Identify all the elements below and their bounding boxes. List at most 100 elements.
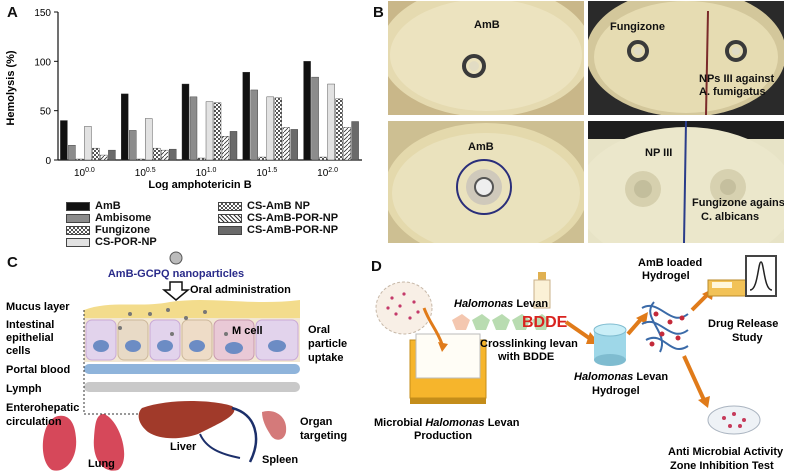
bar [136, 158, 145, 161]
bar [92, 147, 100, 161]
label-lung: Lung [88, 458, 115, 470]
y-tick-label: 0 [45, 156, 51, 167]
legend-label: AmB [95, 200, 121, 212]
label-halomonas-levan-hydrogel: Halomonas Levan [574, 371, 668, 383]
label-bdde: BDDE [522, 314, 568, 331]
bar [168, 148, 177, 161]
label-amb-loaded: AmB loaded [638, 257, 702, 269]
bar [319, 156, 327, 161]
y-axis-label: Hemolysis (%) [5, 50, 17, 126]
legend-swatch [66, 225, 90, 235]
x-tick-label: 101.5 [256, 167, 277, 179]
plate-label: Fungizone [610, 21, 665, 33]
plate-label: AmB [468, 141, 494, 153]
bar [327, 83, 335, 161]
hydrogel-workflow-diagram: Halomonas Levan BDDE Crosslinking levan … [374, 255, 784, 472]
bar [303, 61, 311, 161]
panel-letter-b: B [373, 4, 384, 21]
legend-label: CS-AmB NP [247, 200, 310, 212]
label-zone-inhibition: Zone Inhibition Test [670, 460, 774, 472]
panel-letter-d: D [371, 258, 382, 275]
plate-np3-bottom: NP III Fungizone against C. albicans [588, 121, 784, 243]
plate-amb-bottom: AmB [388, 121, 584, 243]
panel-letter-a: A [7, 4, 18, 21]
label-liver: Liver [170, 441, 197, 453]
bar [205, 101, 214, 161]
spleen-icon [262, 410, 287, 440]
bar [290, 129, 298, 161]
fermenter-icon [409, 333, 487, 404]
legend-item: CS-AmB-POR-NP [218, 224, 338, 236]
plate-amb-top: AmB [388, 1, 584, 115]
legend-item: Fungizone [66, 224, 150, 236]
label-microbial-levan: Microbial Halomonas Levan [374, 417, 520, 429]
label-uptake: uptake [308, 352, 343, 364]
legend-swatch [218, 213, 242, 223]
bar [311, 76, 319, 161]
plate-label: Fungizone against [692, 197, 784, 209]
bar [335, 98, 343, 161]
lung-icon [42, 414, 125, 471]
bar [120, 93, 129, 161]
legend-label: CS-POR-NP [95, 236, 157, 248]
hydrogel-cylinder-icon [593, 323, 627, 366]
bar [274, 97, 282, 161]
drug-release-instrument-icon [707, 255, 777, 297]
label-crosslinking: Crosslinking levan [480, 338, 578, 350]
legend-swatch [218, 201, 242, 211]
legend-label: CS-AmB-POR-NP [247, 224, 339, 236]
panel-letter-c: C [7, 254, 18, 271]
y-tick-label: 100 [34, 57, 51, 68]
legend-label: Ambisome [95, 212, 152, 224]
bar [197, 157, 206, 161]
bar [108, 149, 116, 161]
label-study: Study [732, 332, 763, 344]
bar [242, 71, 251, 161]
label-portal-blood: Portal blood [6, 364, 70, 376]
y-tick-label: 50 [40, 107, 52, 118]
label-with-bdde: with BDDE [497, 351, 554, 363]
plate-label: NPs III against [699, 73, 775, 85]
bar [76, 158, 84, 161]
liver-icon [138, 401, 235, 439]
label-lymph: Lymph [6, 383, 42, 395]
label-halomonas-levan: Halomonas Levan [454, 298, 548, 310]
legend-swatch [66, 213, 90, 223]
petri-dish-icon [707, 405, 761, 435]
plate-label: A. fumigatus [699, 86, 766, 98]
y-tick-label: 150 [34, 8, 51, 19]
legend-label: Fungizone [95, 224, 150, 236]
bar [152, 147, 161, 161]
legend-item: Ambisome [66, 212, 151, 224]
bar [266, 96, 274, 161]
label-spleen: Spleen [262, 454, 298, 466]
x-axis-label: Log amphotericin B [148, 179, 251, 190]
legend-swatch [218, 225, 242, 235]
label-organ: Organ [300, 416, 333, 428]
legend-swatch [66, 201, 90, 211]
label-targeting: targeting [300, 430, 347, 442]
x-tick-label: 100.5 [135, 167, 156, 179]
legend-swatch [66, 237, 90, 247]
legend-item: CS-AmB NP [218, 200, 310, 212]
epithelial-cells [84, 308, 300, 362]
bar [128, 130, 137, 161]
bar [160, 149, 169, 161]
bar [84, 126, 92, 161]
curved-arrow-icon [422, 307, 444, 345]
bar [68, 144, 76, 161]
bar [221, 136, 230, 161]
x-tick-label: 102.0 [317, 167, 338, 179]
label-hydrogel: Hydrogel [592, 385, 640, 397]
label-mucus-layer: Mucus layer [6, 301, 70, 313]
label-cells: cells [6, 345, 30, 357]
x-tick-label: 101.0 [196, 167, 217, 179]
label-antimicrobial: Anti Microbial Activity [668, 446, 784, 458]
loaded-hydrogel-network-icon [641, 301, 689, 353]
bar [351, 121, 359, 161]
bar [250, 89, 259, 161]
label-enterohepatic: Enterohepatic [6, 402, 79, 414]
label-intestinal: Intestinal [6, 319, 54, 331]
plate-label: AmB [474, 19, 500, 31]
